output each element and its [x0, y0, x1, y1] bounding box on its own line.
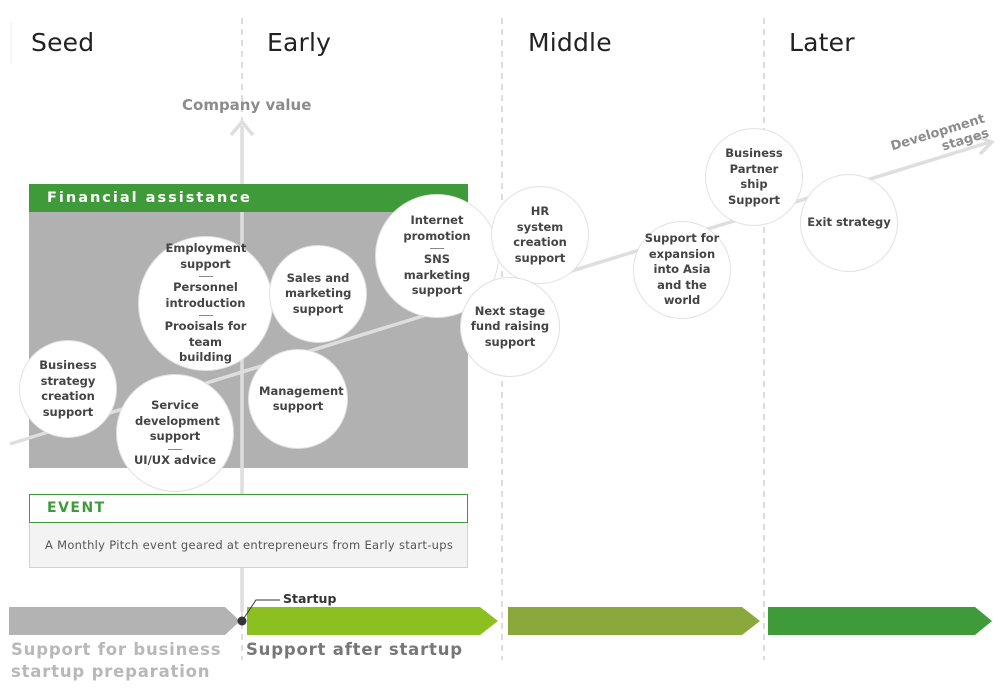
- startup-marker-label: Startup: [283, 591, 337, 606]
- exit-strategy-text: Exit strategy: [807, 215, 891, 230]
- service-development-text: Service development support: [135, 398, 220, 443]
- company-value-arrowhead: [229, 119, 255, 137]
- financial-assistance-header: Financial assistance: [29, 184, 468, 212]
- separator: [168, 448, 182, 450]
- employment-support-text: Employment support: [165, 241, 247, 271]
- arrow-seed: [9, 607, 240, 635]
- circle-management: Management support: [248, 349, 348, 449]
- uiux-advice-text: UI/UX advice: [133, 452, 217, 467]
- circle-service-development: Service development support UI/UX advice: [116, 374, 234, 492]
- expansion-text: Support for expansion into Asia and the …: [644, 231, 720, 308]
- circle-employment: Employment support Personnel introductio…: [138, 236, 273, 371]
- stage-later: Later: [789, 28, 855, 57]
- hr-system-text: HR system creation support: [513, 204, 567, 265]
- partnership-text: Business Partner ship Support: [725, 146, 783, 207]
- sales-marketing-text: Sales and marketing support: [285, 270, 352, 316]
- circle-hr-system: HR system creation support: [491, 186, 589, 284]
- team-building-text: Prooisals for team building: [164, 319, 247, 365]
- personnel-introduction-text: Personnel introduction: [165, 280, 246, 310]
- internet-promotion-text: Internet promotion: [403, 213, 471, 243]
- stage-early: Early: [267, 28, 332, 57]
- circle-exit-strategy: Exit strategy: [800, 174, 898, 272]
- arrow-middle: [508, 607, 760, 635]
- pre-startup-support-label: Support for business startup preparation: [11, 639, 221, 683]
- startup-leader-line: [241, 599, 280, 622]
- event-description: A Monthly Pitch event geared at entrepre…: [29, 523, 468, 568]
- arrow-later: [768, 607, 992, 635]
- next-stage-fund-text: Next stage fund raising support: [470, 303, 550, 349]
- circle-next-stage-fund: Next stage fund raising support: [460, 277, 560, 377]
- startup-dot: [237, 616, 247, 626]
- circle-expansion: Support for expansion into Asia and the …: [633, 221, 731, 319]
- stage-middle: Middle: [528, 28, 612, 57]
- event-header: EVENT: [29, 494, 468, 523]
- separator: [430, 248, 444, 250]
- arrow-early: [247, 607, 498, 635]
- post-startup-support-label: Support after startup: [246, 640, 463, 659]
- pre-startup-support-line2: startup preparation: [11, 662, 211, 681]
- company-value-label: Company value: [182, 96, 312, 114]
- separator: [198, 276, 213, 278]
- circle-partnership: Business Partner ship Support: [705, 128, 803, 226]
- pre-startup-support-line1: Support for business: [11, 640, 222, 659]
- circle-business-strategy: Business strategy creation support: [19, 340, 117, 438]
- business-strategy-text: Business strategy creation support: [39, 358, 97, 419]
- development-stages-arrowhead: [975, 134, 996, 156]
- circle-sales-marketing: Sales and marketing support: [269, 245, 367, 343]
- stage-seed: Seed: [31, 28, 95, 57]
- sns-marketing-text: SNS marketing support: [403, 252, 471, 298]
- separator: [198, 315, 213, 317]
- management-text: Management support: [259, 383, 344, 414]
